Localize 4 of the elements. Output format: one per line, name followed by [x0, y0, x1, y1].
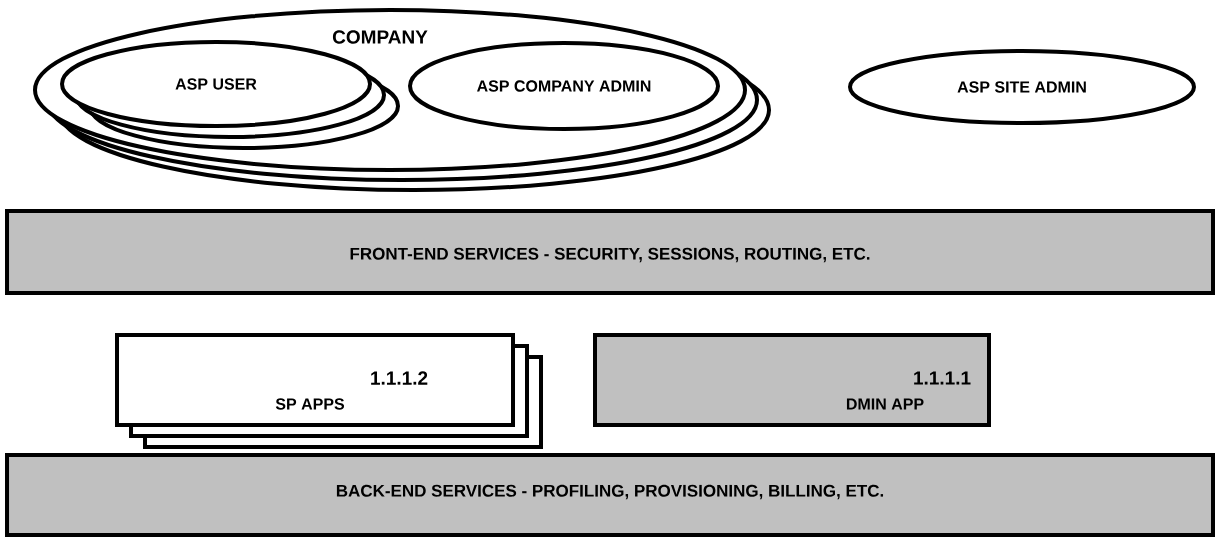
- service-band: FRONT-END SERVICES - SECURITY, SESSIONS, ROUTING, ETC.: [5, 209, 1215, 295]
- service-band: BACK-END SERVICES - PROFILING, PROVISIONING, BILLING, ETC.: [5, 453, 1215, 537]
- box: 1.1.1.2 SP APPS: [115, 333, 543, 449]
- band: 1.1.1.1 DMIN APP: [593, 333, 991, 427]
